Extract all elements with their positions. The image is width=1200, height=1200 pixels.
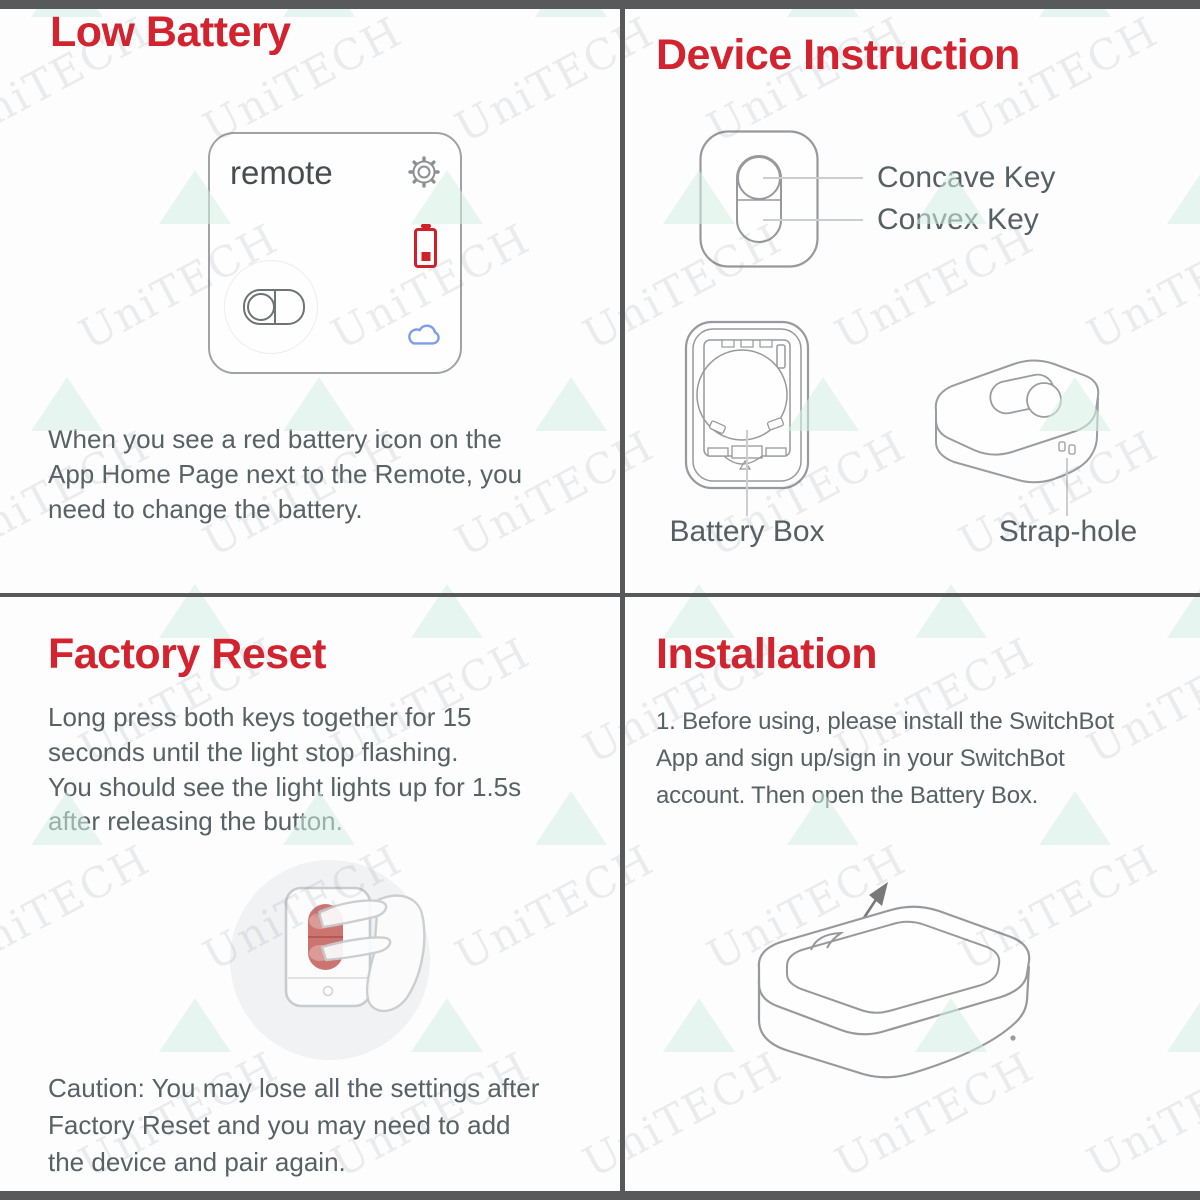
gear-icon [408, 156, 440, 193]
convex-key-pointer [763, 219, 863, 221]
toggle-knob [247, 293, 275, 321]
battery-box-pointer [746, 430, 748, 516]
toggle-switch [243, 289, 305, 325]
concave-key-pointer [763, 177, 863, 179]
vertical-divider [620, 9, 625, 1191]
bottom-frame-bar [0, 1191, 1200, 1200]
factory-reset-description: Long press both keys together for 15 sec… [48, 702, 522, 837]
toggle-aura [224, 260, 318, 354]
strap-hole-label: Strap-hole [998, 515, 1138, 548]
battery-box-label: Battery Box [669, 515, 825, 548]
device-instruction-title: Device Instruction [656, 31, 1020, 79]
installation-step-1: 1. Before using, please install the Swit… [656, 708, 1114, 810]
device-front-illustration [699, 130, 819, 273]
cloud-icon [402, 320, 444, 352]
app-home-card: remote [208, 132, 462, 374]
strap-hole-illustration [928, 352, 1104, 489]
factory-reset-title: Factory Reset [48, 630, 326, 678]
top-frame-bar [0, 0, 1200, 9]
open-box-illustration [725, 862, 1045, 1137]
convex-key-label: Convex Key [877, 203, 1039, 236]
low-battery-description: When you see a red battery icon on the A… [48, 424, 523, 524]
horizontal-divider [0, 593, 1200, 597]
battery-low-icon [414, 228, 437, 268]
remote-device-name: remote [230, 154, 333, 191]
strap-hole-pointer [1066, 458, 1068, 516]
press-keys-illustration [218, 850, 448, 1080]
installation-title: Installation [656, 630, 877, 678]
factory-reset-caution: Caution: You may lose all the settings a… [48, 1073, 540, 1177]
low-battery-title: Low Battery [50, 8, 291, 56]
concave-key-label: Concave Key [877, 161, 1056, 194]
battery-box-illustration [684, 320, 810, 495]
